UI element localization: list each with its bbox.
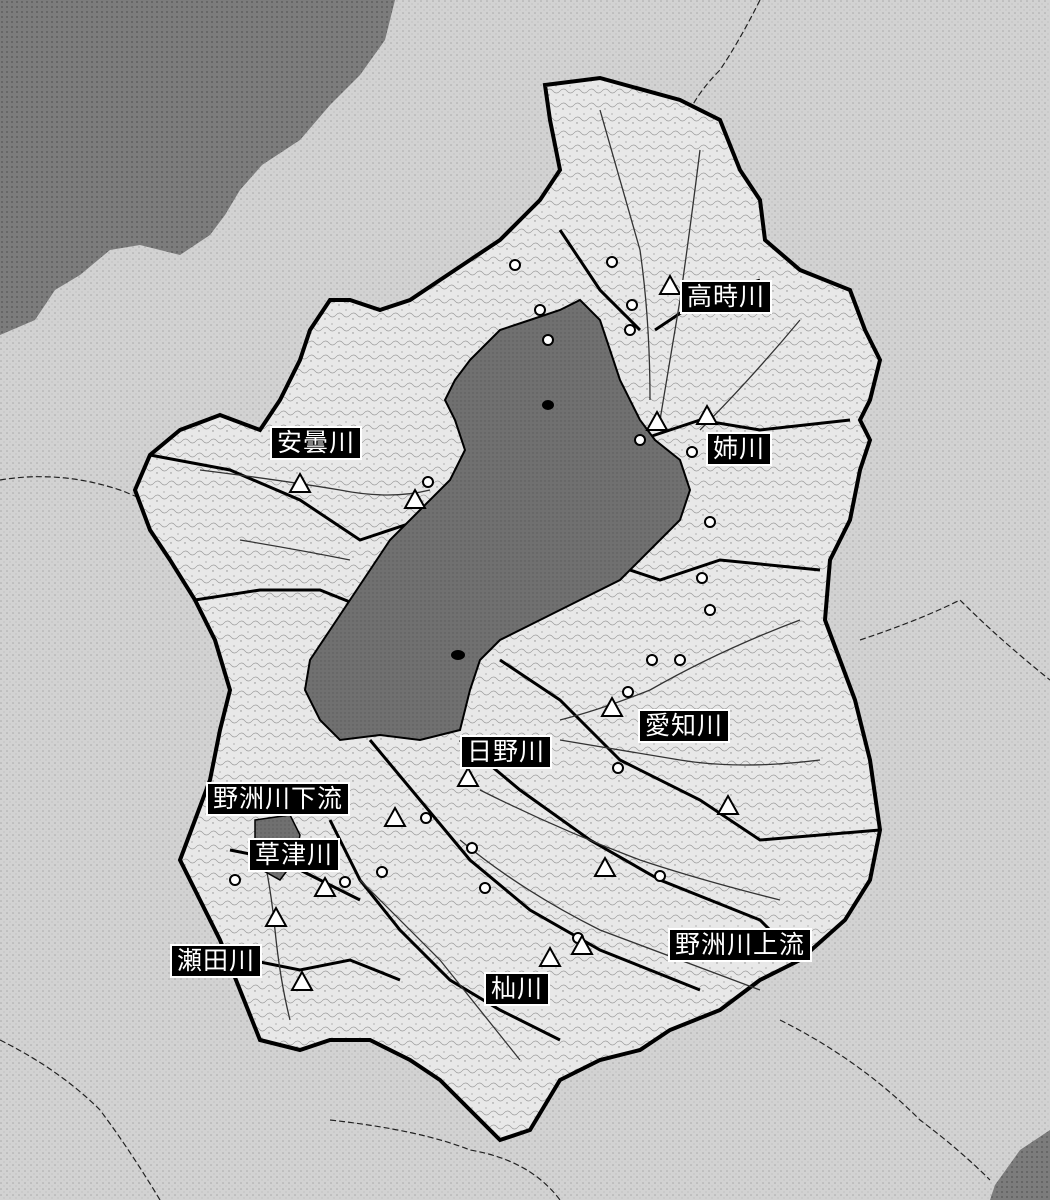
label-seta-river: 瀬田川 <box>170 944 263 978</box>
lake-island-2 <box>451 650 465 660</box>
label-yasu-lower-river: 野洲川下流 <box>206 782 351 816</box>
station-markers <box>229 256 716 944</box>
dark-region-edge <box>990 1130 1050 1200</box>
label-echi-river: 愛知川 <box>638 709 731 743</box>
lake-biwa <box>303 298 692 742</box>
label-ado-river: 安曇川 <box>270 426 363 460</box>
river-network <box>199 109 821 1061</box>
label-kusatsu-river: 草津川 <box>248 838 341 872</box>
dark-region <box>0 0 395 335</box>
label-hino-river: 日野川 <box>460 735 553 769</box>
gauge-markers <box>264 273 740 991</box>
label-takatoki-river: 高時川 <box>680 280 773 314</box>
label-soma-river: 杣川 <box>484 972 551 1006</box>
label-yasu-upper-river: 野洲川上流 <box>668 928 813 962</box>
lake-island <box>542 400 554 410</box>
label-ane-river: 姉川 <box>706 432 773 466</box>
